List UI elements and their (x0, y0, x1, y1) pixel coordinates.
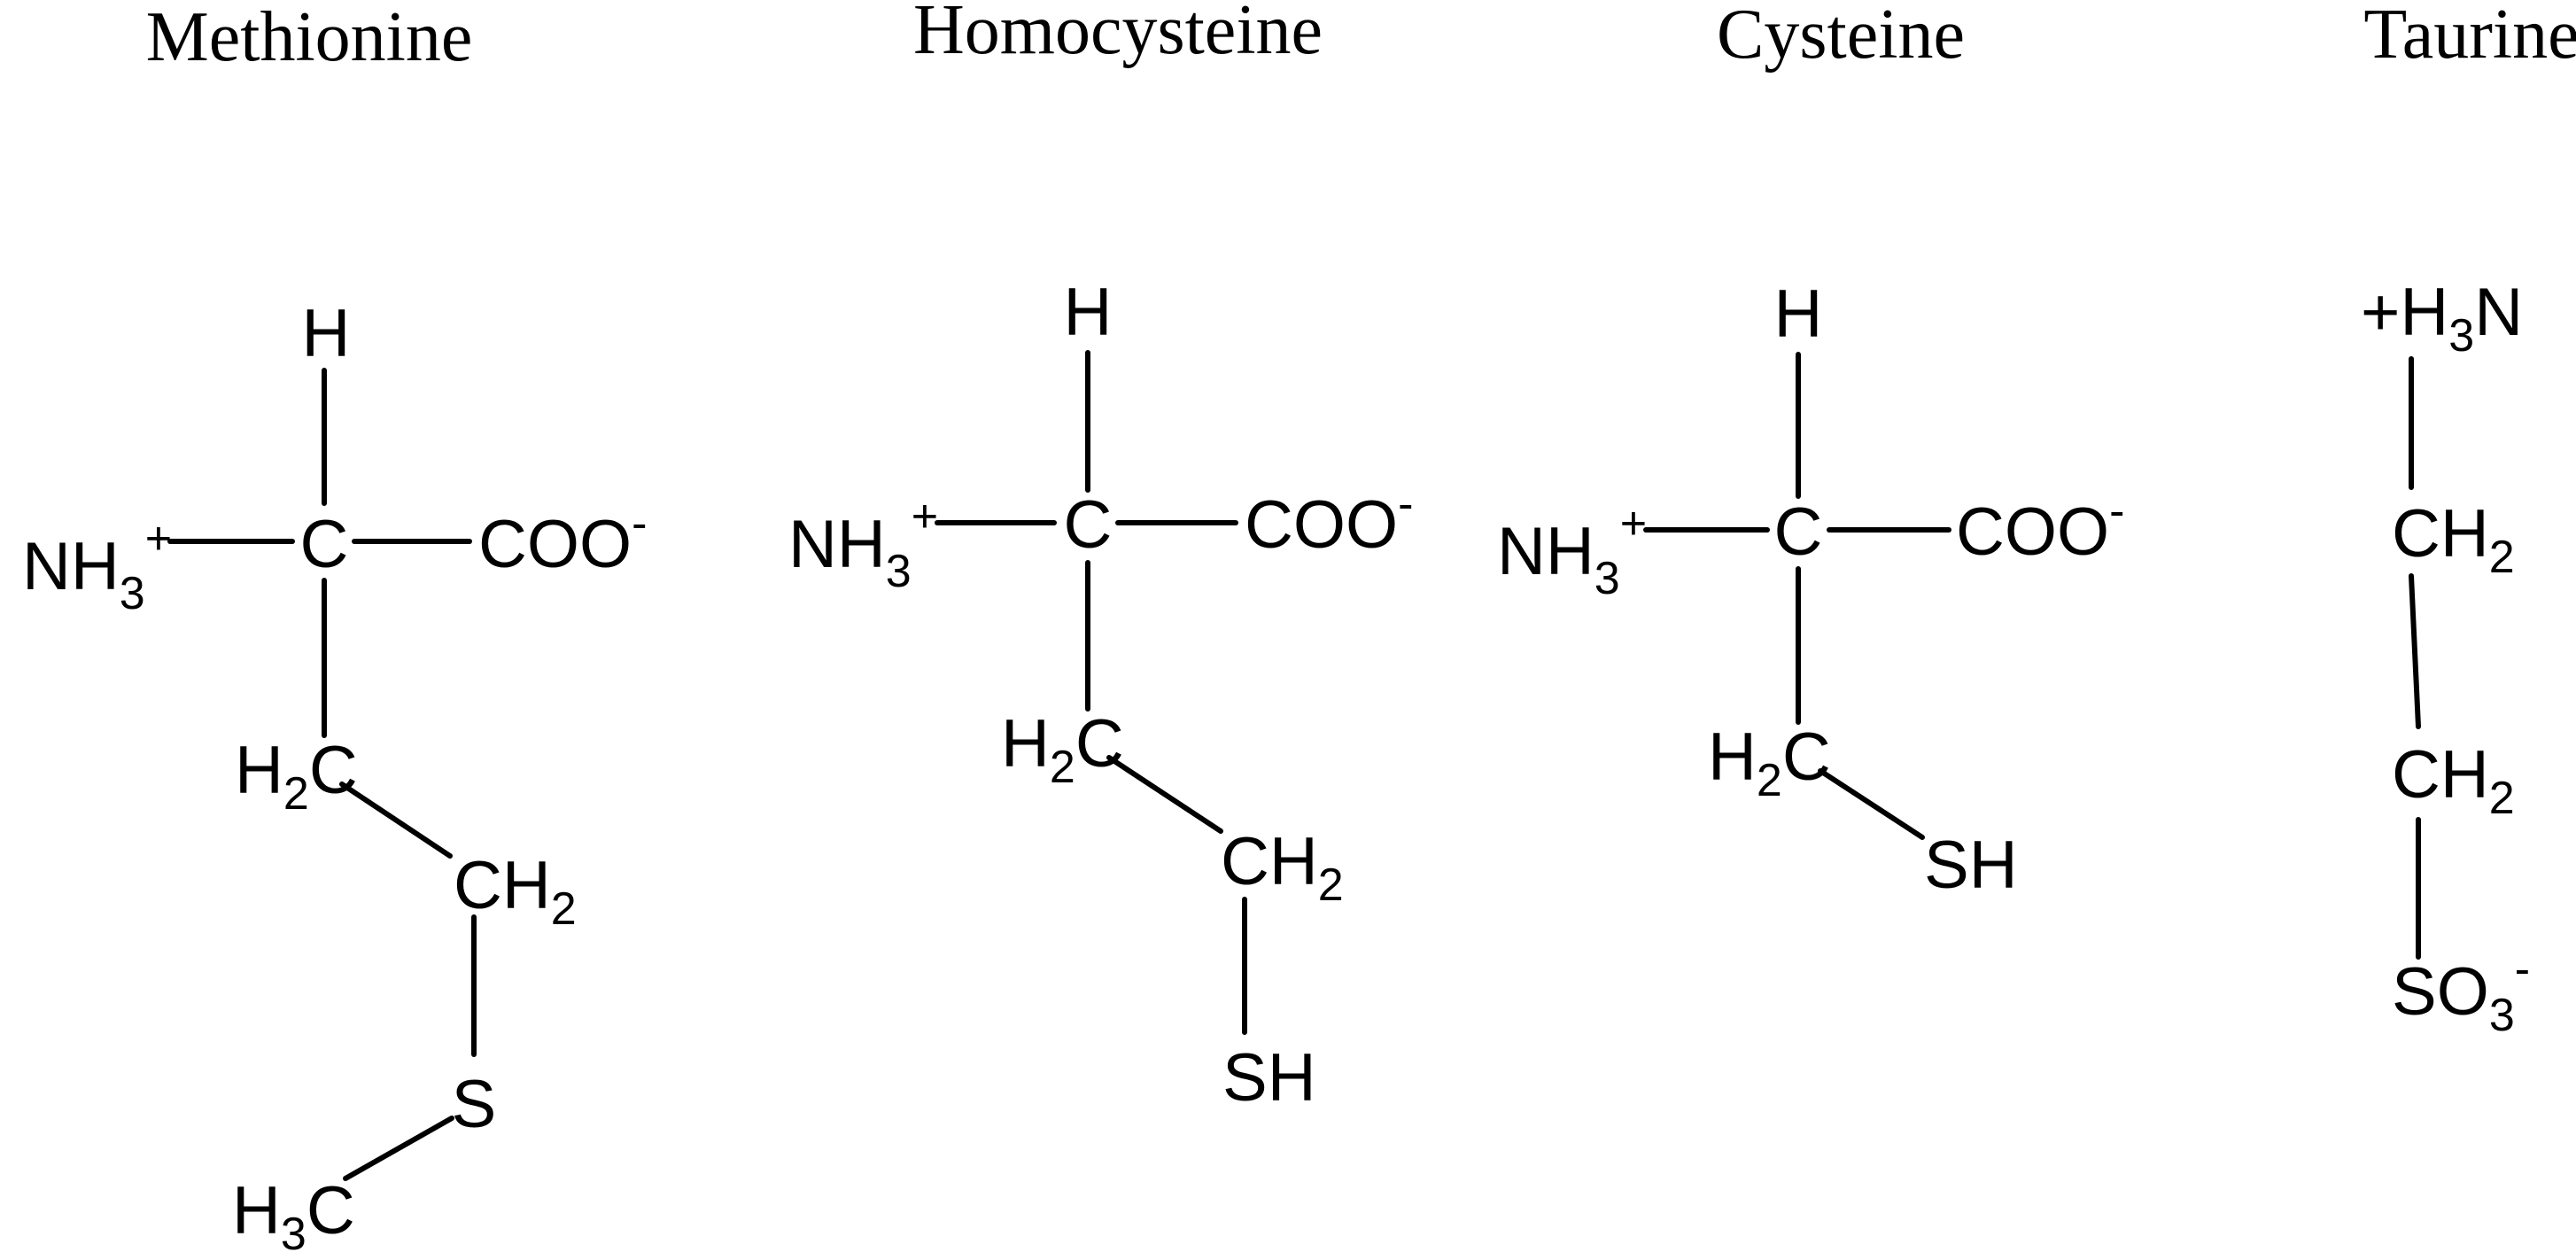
methionine-atom-c: C (300, 507, 349, 582)
methionine-structure: Methionine H C NH3+ COO- H2C CH2 S H3C (22, 0, 647, 1252)
homocysteine-atom-sh: SH (1222, 1040, 1316, 1116)
methionine-atom-nh3: NH3+ (22, 513, 172, 619)
taurine-atom-ch2-b: CH2 (2392, 737, 2515, 824)
homocysteine-atom-h: H (1064, 275, 1113, 350)
homocysteine-atom-nh3: NH3+ (788, 491, 938, 597)
homocysteine-atom-c: C (1064, 487, 1113, 563)
methionine-atom-h2c: H2C (235, 733, 358, 820)
cysteine-atom-sh: SH (1924, 828, 2018, 903)
methionine-atom-h: H (302, 296, 351, 371)
taurine-bonds (2409, 356, 2421, 960)
cysteine-title: Cysteine (1717, 0, 1965, 74)
homocysteine-title: Homocysteine (913, 0, 1323, 69)
cysteine-bonds (1643, 352, 1951, 840)
methionine-atom-s: S (452, 1067, 497, 1142)
taurine-atom-h3n: +H3N (2361, 275, 2523, 362)
methionine-atom-h3c: H3C (232, 1173, 355, 1252)
cysteine-atom-c: C (1774, 494, 1823, 570)
cysteine-atom-h: H (1774, 276, 1823, 352)
cysteine-atom-h2c: H2C (1708, 719, 1831, 806)
taurine-title: Taurine (2363, 0, 2576, 74)
methionine-bond-ch2-ch2 (339, 782, 453, 859)
taurine-atom-so3: SO3- (2392, 944, 2530, 1041)
methionine-title: Methionine (146, 0, 473, 76)
taurine-structure: Taurine +H3N CH2 CH2 SO3- (2361, 0, 2576, 1041)
taurine-bond-ch2-ch2 (2409, 573, 2421, 729)
homocysteine-atom-h2c: H2C (1001, 706, 1124, 793)
homocysteine-atom-coo: COO- (1245, 478, 1413, 563)
methionine-atom-ch2: CH2 (454, 848, 577, 935)
homocysteine-structure: Homocysteine H C NH3+ COO- H2C CH2 SH (788, 0, 1413, 1116)
methionine-bonds (167, 368, 477, 1181)
cysteine-structure: Cysteine H C NH3+ COO- H2C SH (1497, 0, 2124, 903)
homocysteine-bond-ch2-ch2 (1106, 755, 1223, 834)
homocysteine-atom-ch2: CH2 (1221, 824, 1344, 911)
cysteine-atom-nh3: NH3+ (1497, 498, 1647, 604)
homocysteine-bonds (935, 350, 1247, 1035)
cysteine-bond-ch2-sh (1818, 768, 1925, 840)
cysteine-atom-coo: COO- (1956, 486, 2124, 570)
methionine-atom-coo: COO- (478, 498, 647, 582)
methionine-bond-s-ch3 (343, 1116, 454, 1181)
taurine-atom-ch2-a: CH2 (2392, 496, 2515, 583)
